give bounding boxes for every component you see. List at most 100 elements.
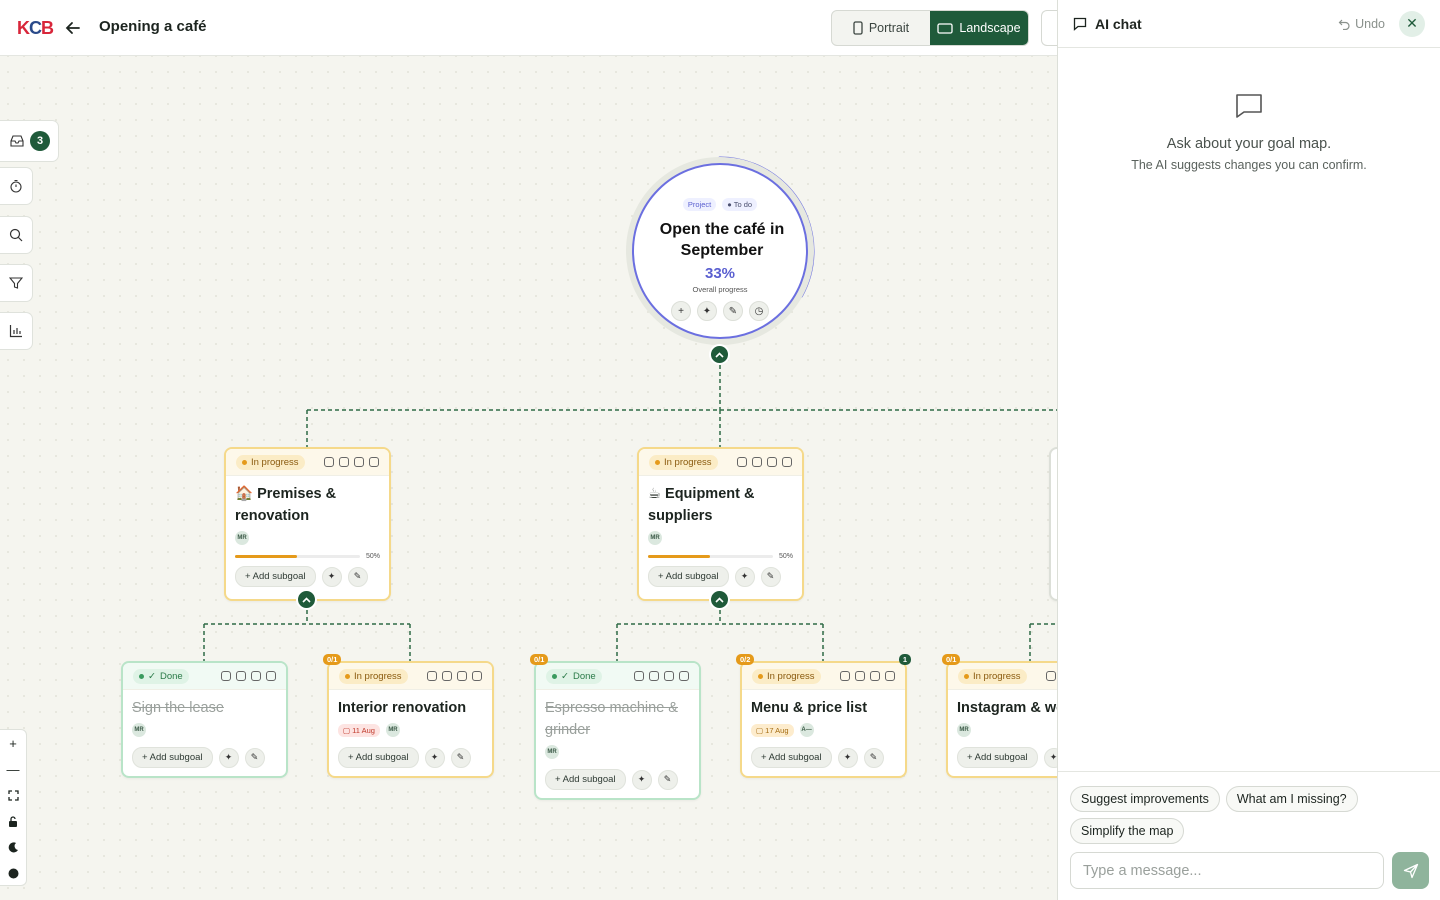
edit-icon[interactable]: ✎ (657, 769, 678, 790)
magic-wand-icon[interactable]: ✦ (837, 747, 858, 768)
send-button[interactable] (1392, 852, 1429, 889)
checklist-count-badge: 0/1 (942, 654, 961, 665)
zoom-in-icon[interactable]: + (9, 735, 17, 751)
checklist-count-badge: 0/2 (736, 654, 755, 665)
suggest-improvements-chip[interactable]: Suggest improvements (1070, 786, 1220, 812)
inbox-button[interactable]: 3 (0, 120, 59, 162)
edit-icon[interactable]: ✎ (244, 747, 265, 768)
add-subgoal-button[interactable]: + Add subgoal (648, 566, 729, 587)
checklist-count-badge: 0/1 (530, 654, 549, 665)
magic-wand-icon[interactable]: ✦ (424, 747, 445, 768)
avatar: MR (235, 531, 249, 545)
page-title: Opening a café (99, 18, 207, 35)
portrait-button[interactable]: Portrait (832, 11, 930, 45)
subgoal-card-sign-lease[interactable]: ✓ Done Sign the lease MR + Add subgoal ✦… (121, 661, 288, 778)
progress-percent: 50% (778, 553, 793, 560)
collapse-root-button[interactable] (709, 344, 730, 365)
zoom-out-icon[interactable]: — (6, 761, 20, 777)
due-date: 11 Aug (352, 725, 375, 735)
goal-title: Equipment & suppliers (648, 486, 755, 524)
add-icon[interactable]: + (671, 301, 691, 321)
goal-card-equipment[interactable]: In progress ☕ Equipment & suppliers MR 5… (637, 447, 804, 601)
orientation-toggle: Portrait Landscape (831, 10, 1029, 46)
edit-icon[interactable]: ✎ (723, 301, 743, 321)
search-icon (9, 228, 23, 242)
edit-icon[interactable]: ✎ (450, 747, 471, 768)
collapse-goal-button[interactable] (709, 589, 730, 610)
subgoal-card-interior[interactable]: 0/1 In progress Interior renovation ▢ 11… (323, 654, 494, 778)
avatar: A— (799, 723, 814, 737)
dark-mode-icon[interactable] (5, 839, 21, 855)
back-arrow-icon[interactable] (64, 18, 82, 38)
card-header-icons (221, 671, 276, 681)
edit-icon[interactable]: ✎ (863, 747, 884, 768)
message-input[interactable] (1070, 852, 1384, 889)
avatar: MR (385, 723, 400, 737)
add-subgoal-label: Add subgoal (252, 571, 306, 582)
add-subgoal-button[interactable]: + Add subgoal (957, 747, 1038, 768)
root-progress-value: 33% (704, 265, 736, 282)
simplify-map-chip[interactable]: Simplify the map (1070, 818, 1185, 844)
card-header-icons (840, 671, 895, 681)
portrait-label: Portrait (868, 21, 910, 35)
status-text: In progress (973, 670, 1021, 682)
magic-wand-icon[interactable]: ✦ (321, 566, 342, 587)
status-badge: ✓ Done (546, 668, 602, 684)
status-text: In progress (767, 670, 815, 682)
avatar: MR (545, 745, 559, 759)
status-badge: ● To do (722, 198, 758, 211)
timer-icon[interactable]: ◷ (749, 301, 769, 321)
add-subgoal-button[interactable]: + Add subgoal (545, 769, 626, 790)
status-badge: ✓ Done (133, 668, 189, 684)
undo-button[interactable]: Undo (1338, 17, 1385, 31)
edit-icon[interactable]: ✎ (347, 566, 368, 587)
add-subgoal-label: Add subgoal (562, 774, 616, 785)
due-date-badge: ▢ 11 Aug (338, 723, 380, 737)
chat-bubble-icon (1073, 17, 1087, 31)
landscape-button[interactable]: Landscape (930, 11, 1028, 45)
chevron-up-icon (302, 596, 311, 603)
avatar: MR (648, 531, 662, 545)
root-goal-node[interactable]: Project ● To do Open the café in Septemb… (624, 155, 816, 347)
add-subgoal-button[interactable]: + Add subgoal (751, 747, 832, 768)
root-goal-card: Project ● To do Open the café in Septemb… (632, 163, 808, 339)
edit-icon[interactable]: ✎ (760, 566, 781, 587)
magic-wand-icon[interactable]: ✦ (218, 747, 239, 768)
filter-button[interactable] (0, 264, 33, 302)
undo-label: Undo (1355, 16, 1385, 31)
magic-wand-icon[interactable]: ✦ (734, 566, 755, 587)
collapse-goal-button[interactable] (296, 589, 317, 610)
add-subgoal-button[interactable]: + Add subgoal (132, 747, 213, 768)
fit-view-icon[interactable] (5, 787, 21, 803)
add-subgoal-label: Add subgoal (355, 752, 409, 763)
subgoal-card-espresso[interactable]: 0/1 ✓ Done Espresso machine & grinder MR… (530, 654, 701, 800)
card-header-icons (324, 457, 379, 467)
stats-button[interactable] (0, 312, 33, 350)
subgoal-title: Espresso machine & grinder (545, 700, 678, 738)
magic-wand-icon[interactable]: ✦ (631, 769, 652, 790)
lock-icon[interactable] (5, 813, 21, 829)
root-goal-title: Open the café in September (659, 221, 785, 259)
what-am-i-missing-chip[interactable]: What am I missing? (1225, 786, 1358, 812)
layout-button[interactable] (1041, 10, 1061, 46)
add-subgoal-label: Add subgoal (768, 752, 822, 763)
goal-card-premises[interactable]: In progress 🏠 Premises & renovation MR 5… (224, 447, 391, 601)
status-text: Done (159, 670, 183, 682)
search-button[interactable] (0, 216, 33, 254)
empty-subtext: The AI suggests changes you can confirm. (1131, 158, 1367, 172)
close-icon[interactable]: ✕ (1399, 10, 1425, 37)
subgoal-title: Menu & price list (751, 700, 868, 716)
top-bar: KCB Opening a café Portrait Landscape (0, 0, 1061, 56)
add-subgoal-button[interactable]: + Add subgoal (338, 747, 419, 768)
app-logo[interactable]: KCB (17, 18, 54, 38)
palette-icon[interactable] (5, 865, 21, 881)
add-subgoal-button[interactable]: + Add subgoal (235, 566, 316, 587)
progress-bar: 50% (235, 553, 380, 560)
subgoal-card-menu[interactable]: 0/2 1 In progress Menu & price list ▢ 17… (736, 654, 911, 778)
goal-emoji: 🏠 (235, 486, 254, 502)
timer-button[interactable] (0, 167, 33, 205)
add-subgoal-label: Add subgoal (974, 752, 1028, 763)
magic-wand-icon[interactable]: ✦ (697, 301, 717, 321)
status-text: In progress (354, 670, 402, 682)
status-badge: In progress (236, 454, 305, 470)
